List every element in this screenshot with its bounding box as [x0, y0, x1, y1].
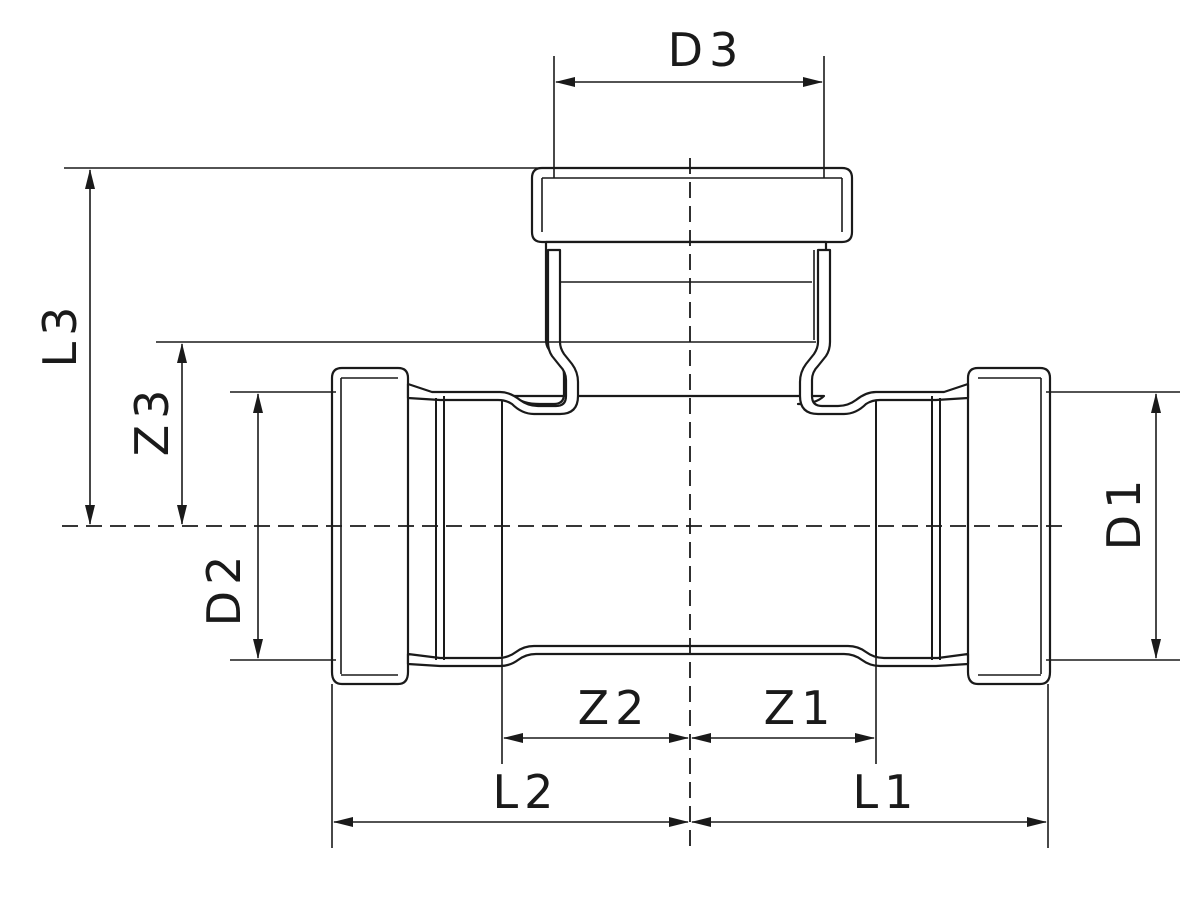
main-run-bottom-wall [406, 644, 970, 668]
dimension-d2: D2 [197, 391, 336, 661]
dimension-l3: L3 [33, 167, 548, 525]
dimension-d3: D3 [553, 23, 825, 178]
dimension-l2: L2 [331, 684, 689, 848]
label-d1: D1 [1097, 474, 1151, 551]
label-z2: Z2 [578, 681, 651, 735]
dimension-d1: D1 [1046, 391, 1180, 661]
label-d3: D3 [668, 23, 745, 77]
top-socket-ring [530, 166, 854, 244]
dimension-z2: Z2 [501, 656, 689, 764]
dimension-l1: L1 [691, 684, 1049, 848]
dimension-z1: Z1 [691, 656, 877, 764]
label-l2: L2 [493, 765, 560, 819]
label-z3: Z3 [125, 384, 179, 457]
main-run-top-wall-right [798, 248, 970, 416]
left-socket-ring [330, 366, 410, 686]
label-z1: Z1 [764, 681, 837, 735]
label-d2: D2 [197, 550, 251, 627]
tee-body [330, 166, 1052, 686]
dimension-z3: Z3 [125, 341, 560, 525]
main-run-top-wall-left [406, 248, 580, 416]
label-l3: L3 [33, 301, 87, 368]
label-l1: L1 [853, 765, 920, 819]
